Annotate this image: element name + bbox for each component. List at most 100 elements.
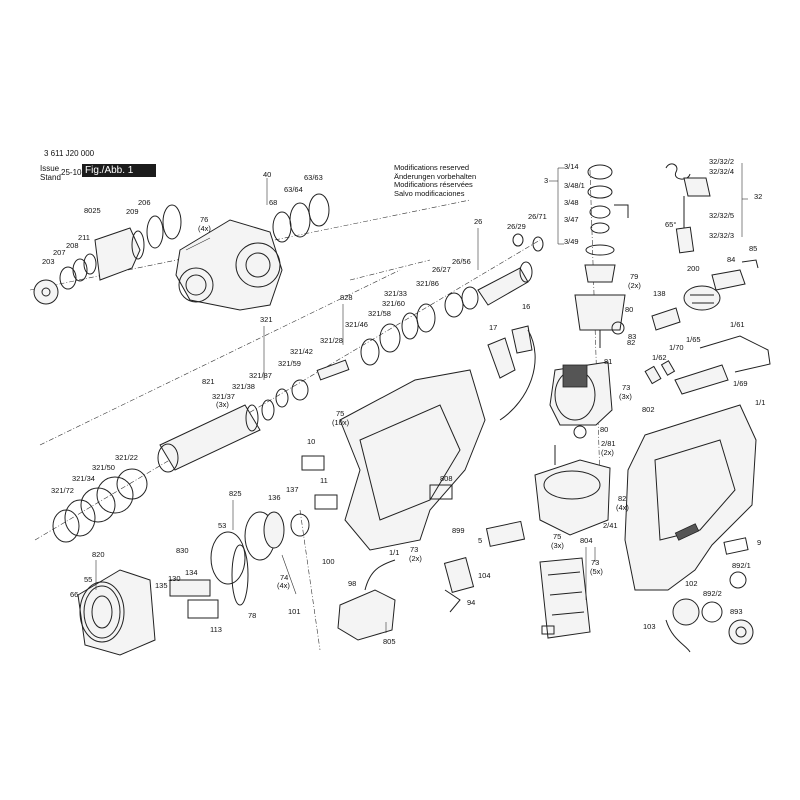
callout-c32_32_5: 32/32/5: [709, 211, 734, 220]
ring-207: [59, 266, 77, 290]
axis-line-middle: [34, 239, 541, 541]
callout-c83: 83: [628, 332, 636, 341]
callout-c321_28: 321/28: [320, 336, 343, 345]
doc-number: 3 611 J20 000: [44, 149, 95, 158]
callout-c104: 104: [478, 571, 491, 580]
callout-c3_14: 3/14: [564, 162, 579, 171]
callout-c82bq: (4x): [616, 503, 629, 512]
callout-c84: 84: [727, 255, 735, 264]
callout-c26: 26: [474, 217, 482, 226]
callout-c63_64: 63/64: [284, 185, 303, 194]
callout-c11: 11: [320, 476, 328, 485]
callout-c321_86: 321/86: [416, 279, 439, 288]
callout-c5: 5: [478, 536, 482, 545]
guide-tube-821: [159, 404, 261, 471]
motor-housing-2-41: [534, 425, 611, 536]
callout-c26_56: 26/56: [452, 257, 471, 266]
callout-c805: 805: [383, 637, 396, 646]
callout-c55: 55: [84, 575, 92, 584]
callout-c32_32_4: 32/32/4: [709, 167, 734, 176]
callout-c26_29: 26/29: [507, 222, 526, 231]
callout-c130: 130: [168, 574, 181, 583]
callout-c321_34: 321/34: [72, 474, 95, 483]
callout-c79q: (2x): [628, 281, 641, 290]
battery-contacts-804: [539, 557, 591, 639]
callout-c53: 53: [218, 521, 226, 530]
callout-c73c: 73: [591, 558, 599, 567]
callout-c1_69: 1/69: [733, 379, 748, 388]
modifications-line-en: Modifications reserved: [394, 163, 470, 172]
callout-c98: 98: [348, 579, 356, 588]
callout-c321_33: 321/33: [384, 289, 407, 298]
bearing-80b: [573, 425, 587, 439]
callout-c134: 134: [185, 568, 198, 577]
callout-c892_1: 892/1: [732, 561, 751, 570]
gear-housing-40: [175, 219, 283, 311]
callout-c113: 113: [210, 625, 222, 634]
brush-holder-32: [665, 163, 711, 254]
callout-c1_1b: 1/1: [755, 398, 765, 407]
callout-c74: 74: [280, 573, 288, 582]
callout-c899: 899: [452, 526, 465, 535]
handle-bracket-1-69: [674, 364, 729, 395]
callout-c73aq: (2x): [409, 554, 422, 563]
callout-c94: 94: [467, 598, 475, 607]
callout-c16: 16: [522, 302, 530, 311]
callout-c2_81q: (2x): [601, 448, 614, 457]
clutch-assembly-825: [169, 511, 310, 619]
callout-c1_65: 1/65: [686, 335, 701, 344]
callout-c101: 101: [288, 607, 301, 616]
callout-c82a: 82: [627, 338, 635, 347]
figure-label: Fig./Abb. 1: [82, 164, 156, 177]
bracket-899: [485, 520, 526, 547]
module-104: [443, 557, 475, 593]
callout-c321_58: 321/58: [368, 309, 391, 318]
dust-cap-203: [33, 279, 59, 305]
callout-c102: 102: [685, 579, 698, 588]
callout-c321_46: 321/46: [345, 320, 368, 329]
callout-c209: 209: [126, 207, 139, 216]
switch-group: [487, 325, 536, 421]
callout-c1_61: 1/61: [730, 320, 745, 329]
callout-c76: 76: [200, 215, 208, 224]
striker-group-26: [444, 233, 544, 318]
battery-release-892: [665, 571, 754, 653]
armature-core: [574, 294, 626, 331]
rear-handle-1-61: [644, 335, 771, 395]
callout-c3_48: 3/48: [564, 198, 579, 207]
callout-c26_27: 26/27: [432, 265, 451, 274]
sleeve-8025: [94, 227, 141, 281]
callout-c80a: 80: [625, 305, 633, 314]
issue-label: Issue: [40, 164, 60, 173]
callout-c207: 207: [53, 248, 66, 257]
callout-c3_47: 3/47: [564, 215, 579, 224]
callout-c40: 40: [263, 170, 271, 179]
armature-group-3: [574, 164, 629, 348]
callout-c82b: 82: [618, 494, 626, 503]
callout-c73bq: (3x): [619, 392, 632, 401]
leader-lines: [95, 163, 748, 633]
callout-c892_2: 892/2: [703, 589, 722, 598]
callout-c73cq: (5x): [590, 567, 603, 576]
axis-line-upper: [39, 269, 401, 446]
electronics-805: [337, 520, 526, 641]
callout-c103: 103: [643, 622, 656, 631]
callout-c321: 321: [260, 315, 273, 324]
callout-c26_71: 26/71: [528, 212, 547, 221]
axis-line-spindle: [349, 259, 431, 281]
callout-c825: 825: [229, 489, 242, 498]
label-808: [429, 484, 453, 500]
grip-200: [683, 285, 721, 311]
callout-c3_48_1: 3/48/1: [564, 181, 585, 190]
callout-c1_1a: 1/1: [389, 548, 399, 557]
guide-tube-group-321: [52, 303, 436, 543]
callout-c138: 138: [653, 289, 666, 298]
callout-c2_81: 2/81: [601, 439, 616, 448]
callout-c135: 135: [155, 581, 168, 590]
callout-c9: 9: [757, 538, 761, 547]
axis-line-vertical: [299, 509, 321, 651]
callout-c321_87: 321/87: [249, 371, 272, 380]
